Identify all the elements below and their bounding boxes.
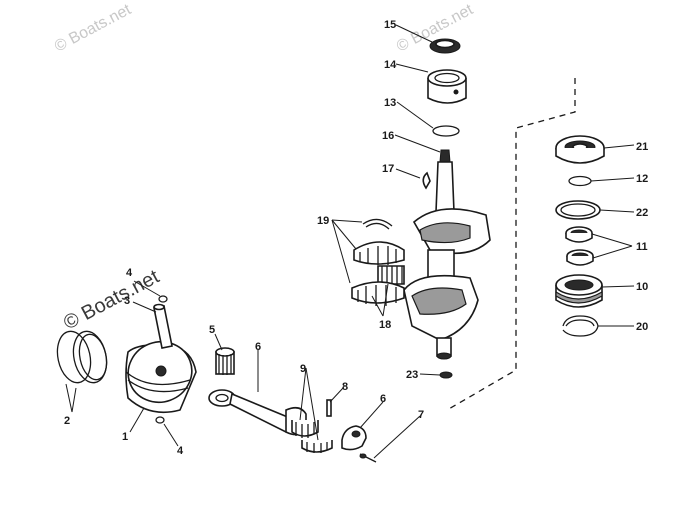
retaining-ring-19 bbox=[362, 218, 393, 230]
piston-pin-3 bbox=[153, 303, 173, 349]
key-17 bbox=[422, 171, 431, 190]
crankshaft-16 bbox=[403, 149, 491, 360]
callout-23: 23 bbox=[406, 369, 418, 381]
callout-3: 3 bbox=[124, 295, 130, 307]
callout-16: 16 bbox=[382, 130, 394, 142]
ball-bearing-21 bbox=[555, 135, 605, 164]
dashed-housing-outline bbox=[446, 78, 576, 411]
needle-bearing-5 bbox=[215, 347, 235, 375]
callout-15: 15 bbox=[384, 19, 396, 31]
callout-19: 19 bbox=[317, 215, 329, 227]
pin-retainer-4-bottom bbox=[155, 416, 165, 424]
retaining-ring-20 bbox=[562, 315, 599, 337]
rod-cap-6 bbox=[341, 425, 367, 451]
callout-5: 5 bbox=[209, 324, 215, 336]
leader-lines bbox=[65, 24, 635, 459]
seal-11 bbox=[565, 226, 594, 266]
callout-10: 10 bbox=[636, 281, 648, 293]
callout-2: 2 bbox=[64, 415, 70, 427]
callout-8: 8 bbox=[342, 381, 348, 393]
callout-13: 13 bbox=[384, 97, 396, 109]
callout-9: 9 bbox=[300, 363, 306, 375]
bearing-carrier-10 bbox=[555, 274, 603, 308]
dowel-pin-8 bbox=[326, 399, 332, 417]
snap-ring-12 bbox=[568, 175, 592, 187]
callout-12: 12 bbox=[636, 173, 648, 185]
callout-11: 11 bbox=[636, 241, 648, 253]
screw-7 bbox=[359, 453, 377, 463]
needle-bearing-cage-19 bbox=[353, 241, 405, 265]
needle-bearing-9 bbox=[291, 420, 333, 453]
callout-4-bottom: 4 bbox=[177, 445, 184, 457]
ring-13 bbox=[432, 125, 460, 137]
callout-18: 18 bbox=[379, 319, 391, 331]
callout-6-rod: 6 bbox=[255, 341, 261, 353]
watermark-mid-left: © Boats.net bbox=[60, 266, 163, 335]
callout-14: 14 bbox=[384, 59, 397, 71]
watermark-top-left: © Boats.net bbox=[52, 1, 134, 56]
pin-retainer-4-top bbox=[158, 295, 168, 303]
o-ring-22 bbox=[555, 200, 601, 220]
callout-6-cap: 6 bbox=[380, 393, 386, 405]
piston-rings-2 bbox=[56, 330, 108, 384]
callout-21: 21 bbox=[636, 141, 648, 153]
callout-7: 7 bbox=[418, 409, 424, 421]
seal-15 bbox=[429, 38, 461, 54]
callout-1: 1 bbox=[122, 431, 128, 443]
callout-20: 20 bbox=[636, 321, 648, 333]
washer-23 bbox=[439, 371, 453, 379]
callout-4-top: 4 bbox=[126, 267, 133, 279]
bearing-housing-14 bbox=[427, 69, 467, 104]
piston-1 bbox=[125, 340, 197, 414]
callout-17: 17 bbox=[382, 163, 394, 175]
needle-bearing-18 bbox=[351, 265, 405, 306]
callout-22: 22 bbox=[636, 207, 648, 219]
